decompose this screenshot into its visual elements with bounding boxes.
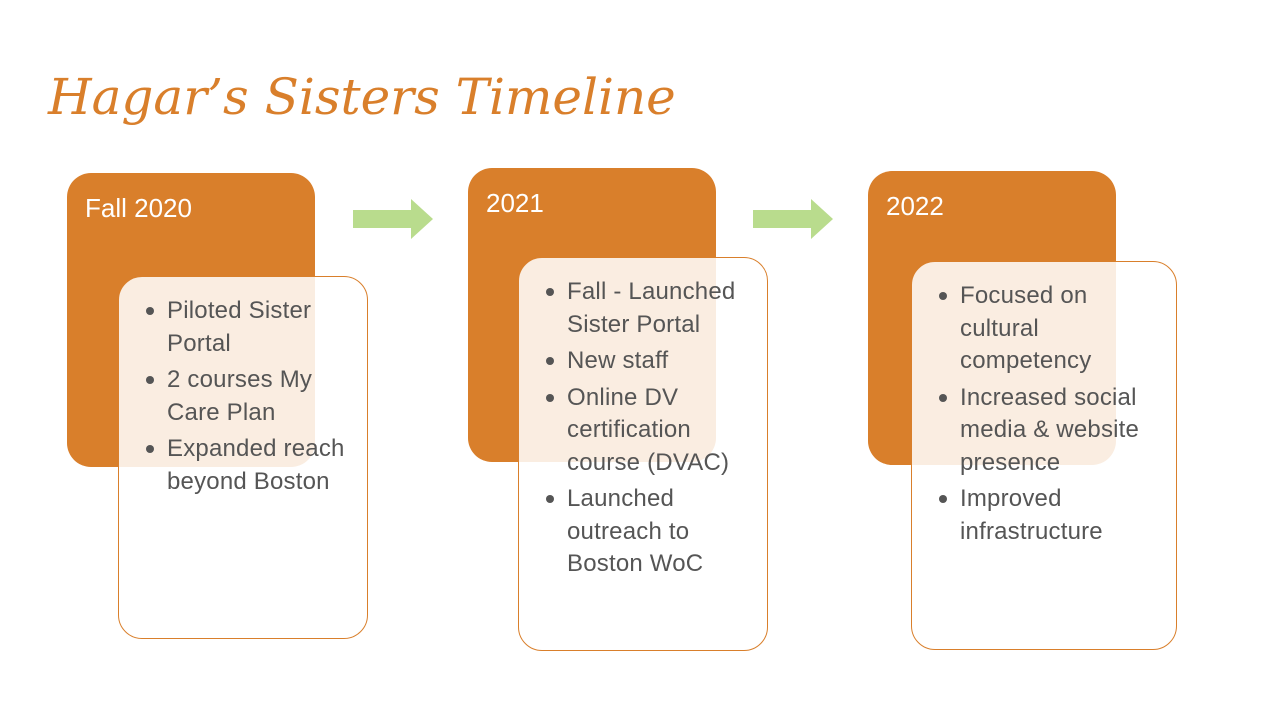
list-item: Piloted Sister Portal xyxy=(143,295,351,360)
list-item: Increased social media & website presenc… xyxy=(936,382,1160,480)
list-item: Expanded reach beyond Boston xyxy=(143,433,351,498)
stage-card-2022: Focused on cultural competency Increased… xyxy=(911,261,1177,650)
right-arrow-icon xyxy=(753,199,833,239)
bullet-list: Piloted Sister Portal 2 courses My Care … xyxy=(143,295,351,498)
stage-label: Fall 2020 xyxy=(85,193,192,223)
list-item: Focused on cultural competency xyxy=(936,280,1160,378)
list-item: Online DV certification course (DVAC) xyxy=(543,382,751,480)
stage-label: 2022 xyxy=(886,191,944,221)
list-item: 2 courses My Care Plan xyxy=(143,364,351,429)
right-arrow-icon xyxy=(353,199,433,239)
list-item: Launched outreach to Boston WoC xyxy=(543,483,751,581)
list-item: Fall - Launched Sister Portal xyxy=(543,276,751,341)
bullet-list: Focused on cultural competency Increased… xyxy=(936,280,1160,548)
list-item: Improved infrastructure xyxy=(936,483,1160,548)
bullet-list: Fall - Launched Sister Portal New staff … xyxy=(543,276,751,581)
stage-card-2021: Fall - Launched Sister Portal New staff … xyxy=(518,257,768,651)
list-item: New staff xyxy=(543,345,751,378)
stage-card-fall-2020: Piloted Sister Portal 2 courses My Care … xyxy=(118,276,368,639)
page-title: Hagar’s Sisters Timeline xyxy=(48,68,676,126)
stage-label: 2021 xyxy=(486,188,544,218)
